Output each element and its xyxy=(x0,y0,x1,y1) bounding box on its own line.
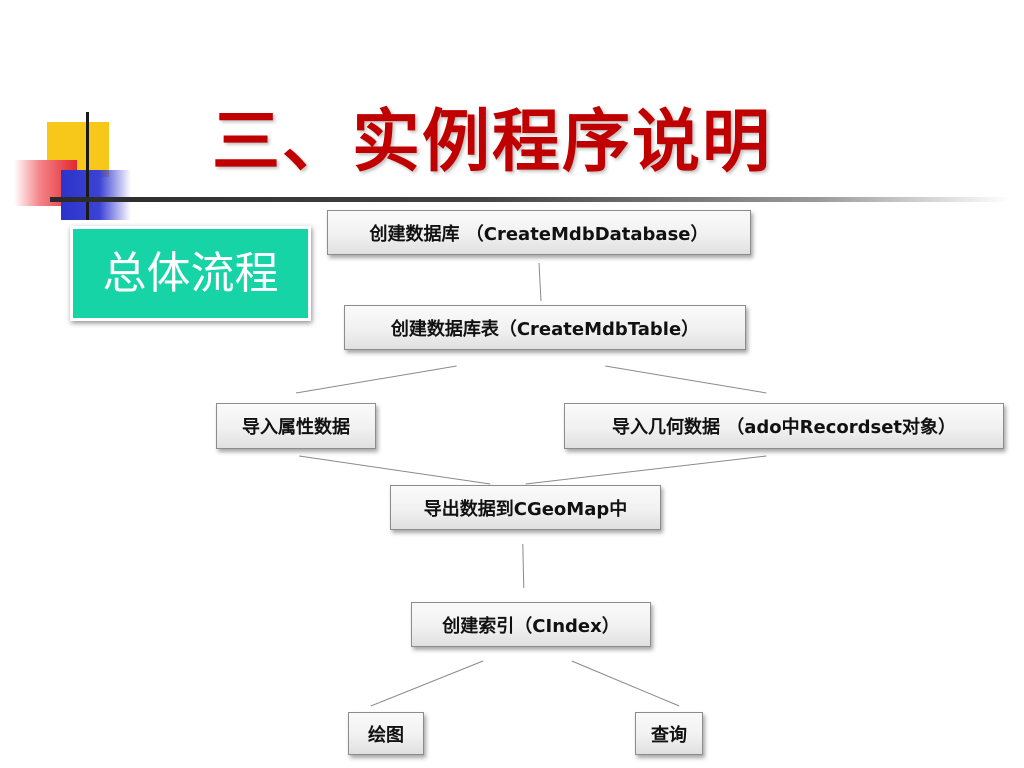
connector-layer xyxy=(295,262,767,707)
node-export-to-cgeomap: 导出数据到CGeoMap中 xyxy=(390,485,661,530)
connector-n3-n5 xyxy=(299,455,491,485)
node-import-attributes: 导入属性数据 xyxy=(216,403,376,449)
node-create-database: 创建数据库 （CreateMdbDatabase） xyxy=(327,210,751,255)
connector-n6-n7 xyxy=(370,660,484,707)
title-underline xyxy=(50,197,1010,202)
node-import-geometry: 导入几何数据 （ado中Recordset对象） xyxy=(564,403,1004,449)
connector-n4-n5 xyxy=(525,455,767,485)
connector-n5-n6 xyxy=(522,543,525,589)
connector-n1-n2 xyxy=(538,262,542,302)
connector-n6-n8 xyxy=(571,660,680,707)
node-create-table: 创建数据库表（CreateMdbTable） xyxy=(344,305,746,350)
node-draw: 绘图 xyxy=(348,712,424,755)
section-badge: 总体流程 xyxy=(70,226,311,321)
decor-vertical-line xyxy=(86,112,89,220)
node-create-index: 创建索引（CIndex） xyxy=(411,602,651,647)
connector-n2-n4 xyxy=(605,365,767,394)
connector-n2-n3 xyxy=(295,365,457,394)
slide-title: 三、实例程序说明 xyxy=(212,103,773,182)
node-query: 查询 xyxy=(635,712,703,755)
decor-blue-square xyxy=(61,170,131,220)
